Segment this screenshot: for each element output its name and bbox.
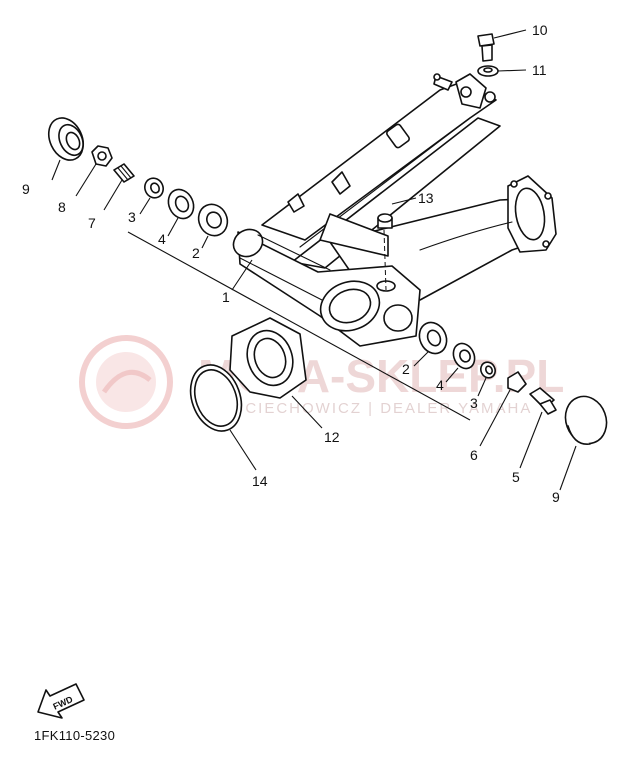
rubber-boot-12 [229, 317, 307, 399]
grease-nipple-axis [383, 229, 387, 291]
callout-8: 8 [58, 199, 66, 215]
callout-2-right: 2 [402, 361, 410, 377]
band-14 [189, 364, 243, 432]
bearing-2-left [197, 203, 229, 237]
leader-lines [51, 29, 577, 491]
callout-14: 14 [252, 473, 268, 489]
collar-3-left [144, 177, 164, 199]
oil-seal-4-left [167, 188, 195, 220]
callout-10: 10 [532, 22, 548, 38]
forward-arrow-icon: FWD [37, 683, 85, 719]
callout-6: 6 [470, 447, 478, 463]
callout-13: 13 [418, 190, 434, 206]
callout-4-right: 4 [436, 377, 444, 393]
grease-nipple-13 [377, 213, 393, 229]
callout-7: 7 [88, 215, 96, 231]
locknut-6 [507, 371, 527, 393]
part-code-label: 1FK110-5230 [34, 728, 116, 743]
callout-12: 12 [324, 429, 340, 445]
callout-9-left: 9 [22, 181, 30, 197]
watermark: MOTA-SKLEP.PL WOJCIECHOWICZ | DEALER YAM… [79, 335, 564, 429]
bolt-10 [477, 33, 495, 62]
callout-9-right: 9 [552, 489, 560, 505]
bearing-2-right [418, 321, 448, 355]
pivot-axis-reference-line [127, 231, 471, 421]
callout-4-left: 4 [158, 231, 166, 247]
pivot-shaft-7 [113, 163, 135, 183]
oil-seal-4-right [452, 342, 476, 370]
callout-1: 1 [222, 289, 230, 305]
pivot-bolt-5 [529, 387, 557, 415]
callout-5: 5 [512, 469, 520, 485]
nut-8 [91, 145, 113, 167]
callout-labels: 10 11 9 8 7 3 4 2 13 1 2 4 3 6 12 14 5 9 [22, 22, 560, 505]
callout-11: 11 [532, 62, 547, 78]
swingarm-main-body [232, 213, 421, 347]
oil-seal-9-left [47, 117, 85, 161]
callout-3-right: 3 [470, 395, 478, 411]
watermark-sub-text: WOJCIECHOWICZ | DEALER YAMAHA [206, 400, 532, 417]
callout-3-left: 3 [128, 209, 136, 225]
callout-2-left: 2 [192, 245, 200, 261]
collar-3-right [480, 361, 496, 379]
washer-11 [477, 65, 499, 77]
cap-9-right [564, 395, 608, 445]
